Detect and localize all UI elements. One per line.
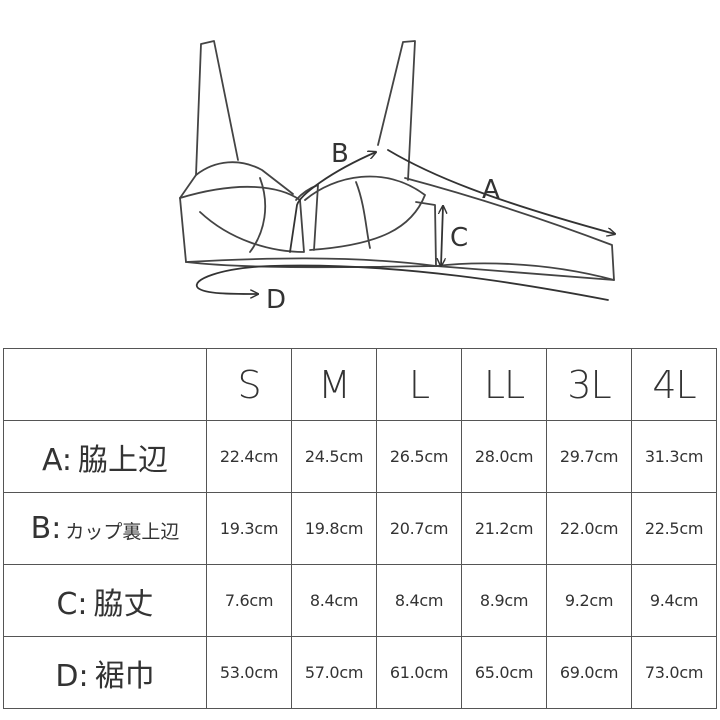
right-strap (377, 40, 416, 181)
arrow-a (387, 149, 615, 234)
left-strap (195, 40, 239, 176)
row-letter: D: (55, 658, 89, 694)
value-cell: 8.9cm (461, 564, 547, 637)
row-label-c: C:脇丈 (3, 564, 207, 637)
size-header-s: S (206, 348, 292, 421)
arrow-c (441, 206, 443, 266)
arrow-b (289, 152, 376, 253)
value-cell: 22.5cm (631, 492, 717, 565)
table-row: C:脇丈 7.6cm 8.4cm 8.4cm 8.9cm 9.2cm 9.4cm (3, 564, 717, 637)
value-cell: 8.4cm (376, 564, 462, 637)
value-cell: 21.2cm (461, 492, 547, 565)
arrow-d (195, 264, 609, 301)
size-header-3l: 3L (546, 348, 632, 421)
value-cell: 22.4cm (206, 420, 292, 493)
value-cell: 8.4cm (291, 564, 377, 637)
label-d: D (266, 285, 286, 315)
header-row: S M L LL 3L 4L (3, 348, 717, 421)
row-label-b: B:カップ裏上辺 (3, 492, 207, 565)
value-cell: 22.0cm (546, 492, 632, 565)
center-gore (295, 184, 319, 251)
left-cup (179, 185, 305, 253)
row-name: 裾巾 (94, 658, 155, 694)
bra-measurement-diagram: A B C D (179, 40, 720, 315)
label-b: B (331, 139, 349, 169)
value-cell: 57.0cm (291, 636, 377, 709)
value-cell: 24.5cm (291, 420, 377, 493)
value-cell: 73.0cm (631, 636, 717, 709)
value-cell: 7.6cm (206, 564, 292, 637)
left-side-panel (179, 161, 294, 199)
label-a: A (482, 175, 500, 205)
right-side-wing (404, 177, 615, 281)
row-letter: A: (41, 442, 73, 478)
value-cell: 29.7cm (546, 420, 632, 493)
value-cell: 19.8cm (291, 492, 377, 565)
row-letter: C: (56, 586, 88, 622)
value-cell: 69.0cm (546, 636, 632, 709)
size-header-4l: 4L (631, 348, 717, 421)
row-label-d: D:裾巾 (3, 636, 207, 709)
label-c: C (450, 223, 468, 253)
value-cell: 20.7cm (376, 492, 462, 565)
row-label-a: A:脇上辺 (3, 420, 207, 493)
right-cup (304, 175, 426, 251)
value-cell: 9.2cm (546, 564, 632, 637)
size-header-ll: LL (461, 348, 547, 421)
value-cell: 9.4cm (631, 564, 717, 637)
value-cell: 61.0cm (376, 636, 462, 709)
value-cell: 65.0cm (461, 636, 547, 709)
value-cell: 31.3cm (631, 420, 717, 493)
table-row: D:裾巾 53.0cm 57.0cm 61.0cm 65.0cm 69.0cm … (3, 636, 717, 709)
table-row: A:脇上辺 22.4cm 24.5cm 26.5cm 28.0cm 29.7cm… (3, 420, 717, 493)
row-letter: B: (30, 511, 62, 546)
bottom-band (185, 257, 615, 281)
row-name: 脇上辺 (78, 442, 169, 478)
value-cell: 53.0cm (206, 636, 292, 709)
value-cell: 28.0cm (461, 420, 547, 493)
header-corner-cell (3, 348, 207, 421)
size-header-m: M (291, 348, 377, 421)
row-name: 脇丈 (93, 586, 154, 622)
row-name: カップ裏上辺 (65, 521, 180, 543)
size-header-l: L (376, 348, 462, 421)
value-cell: 26.5cm (376, 420, 462, 493)
size-chart-table: S M L LL 3L 4L A:脇上辺 22.4cm 24.5cm 26.5c… (3, 348, 717, 709)
value-cell: 19.3cm (206, 492, 292, 565)
table-row: B:カップ裏上辺 19.3cm 19.8cm 20.7cm 21.2cm 22.… (3, 492, 717, 565)
